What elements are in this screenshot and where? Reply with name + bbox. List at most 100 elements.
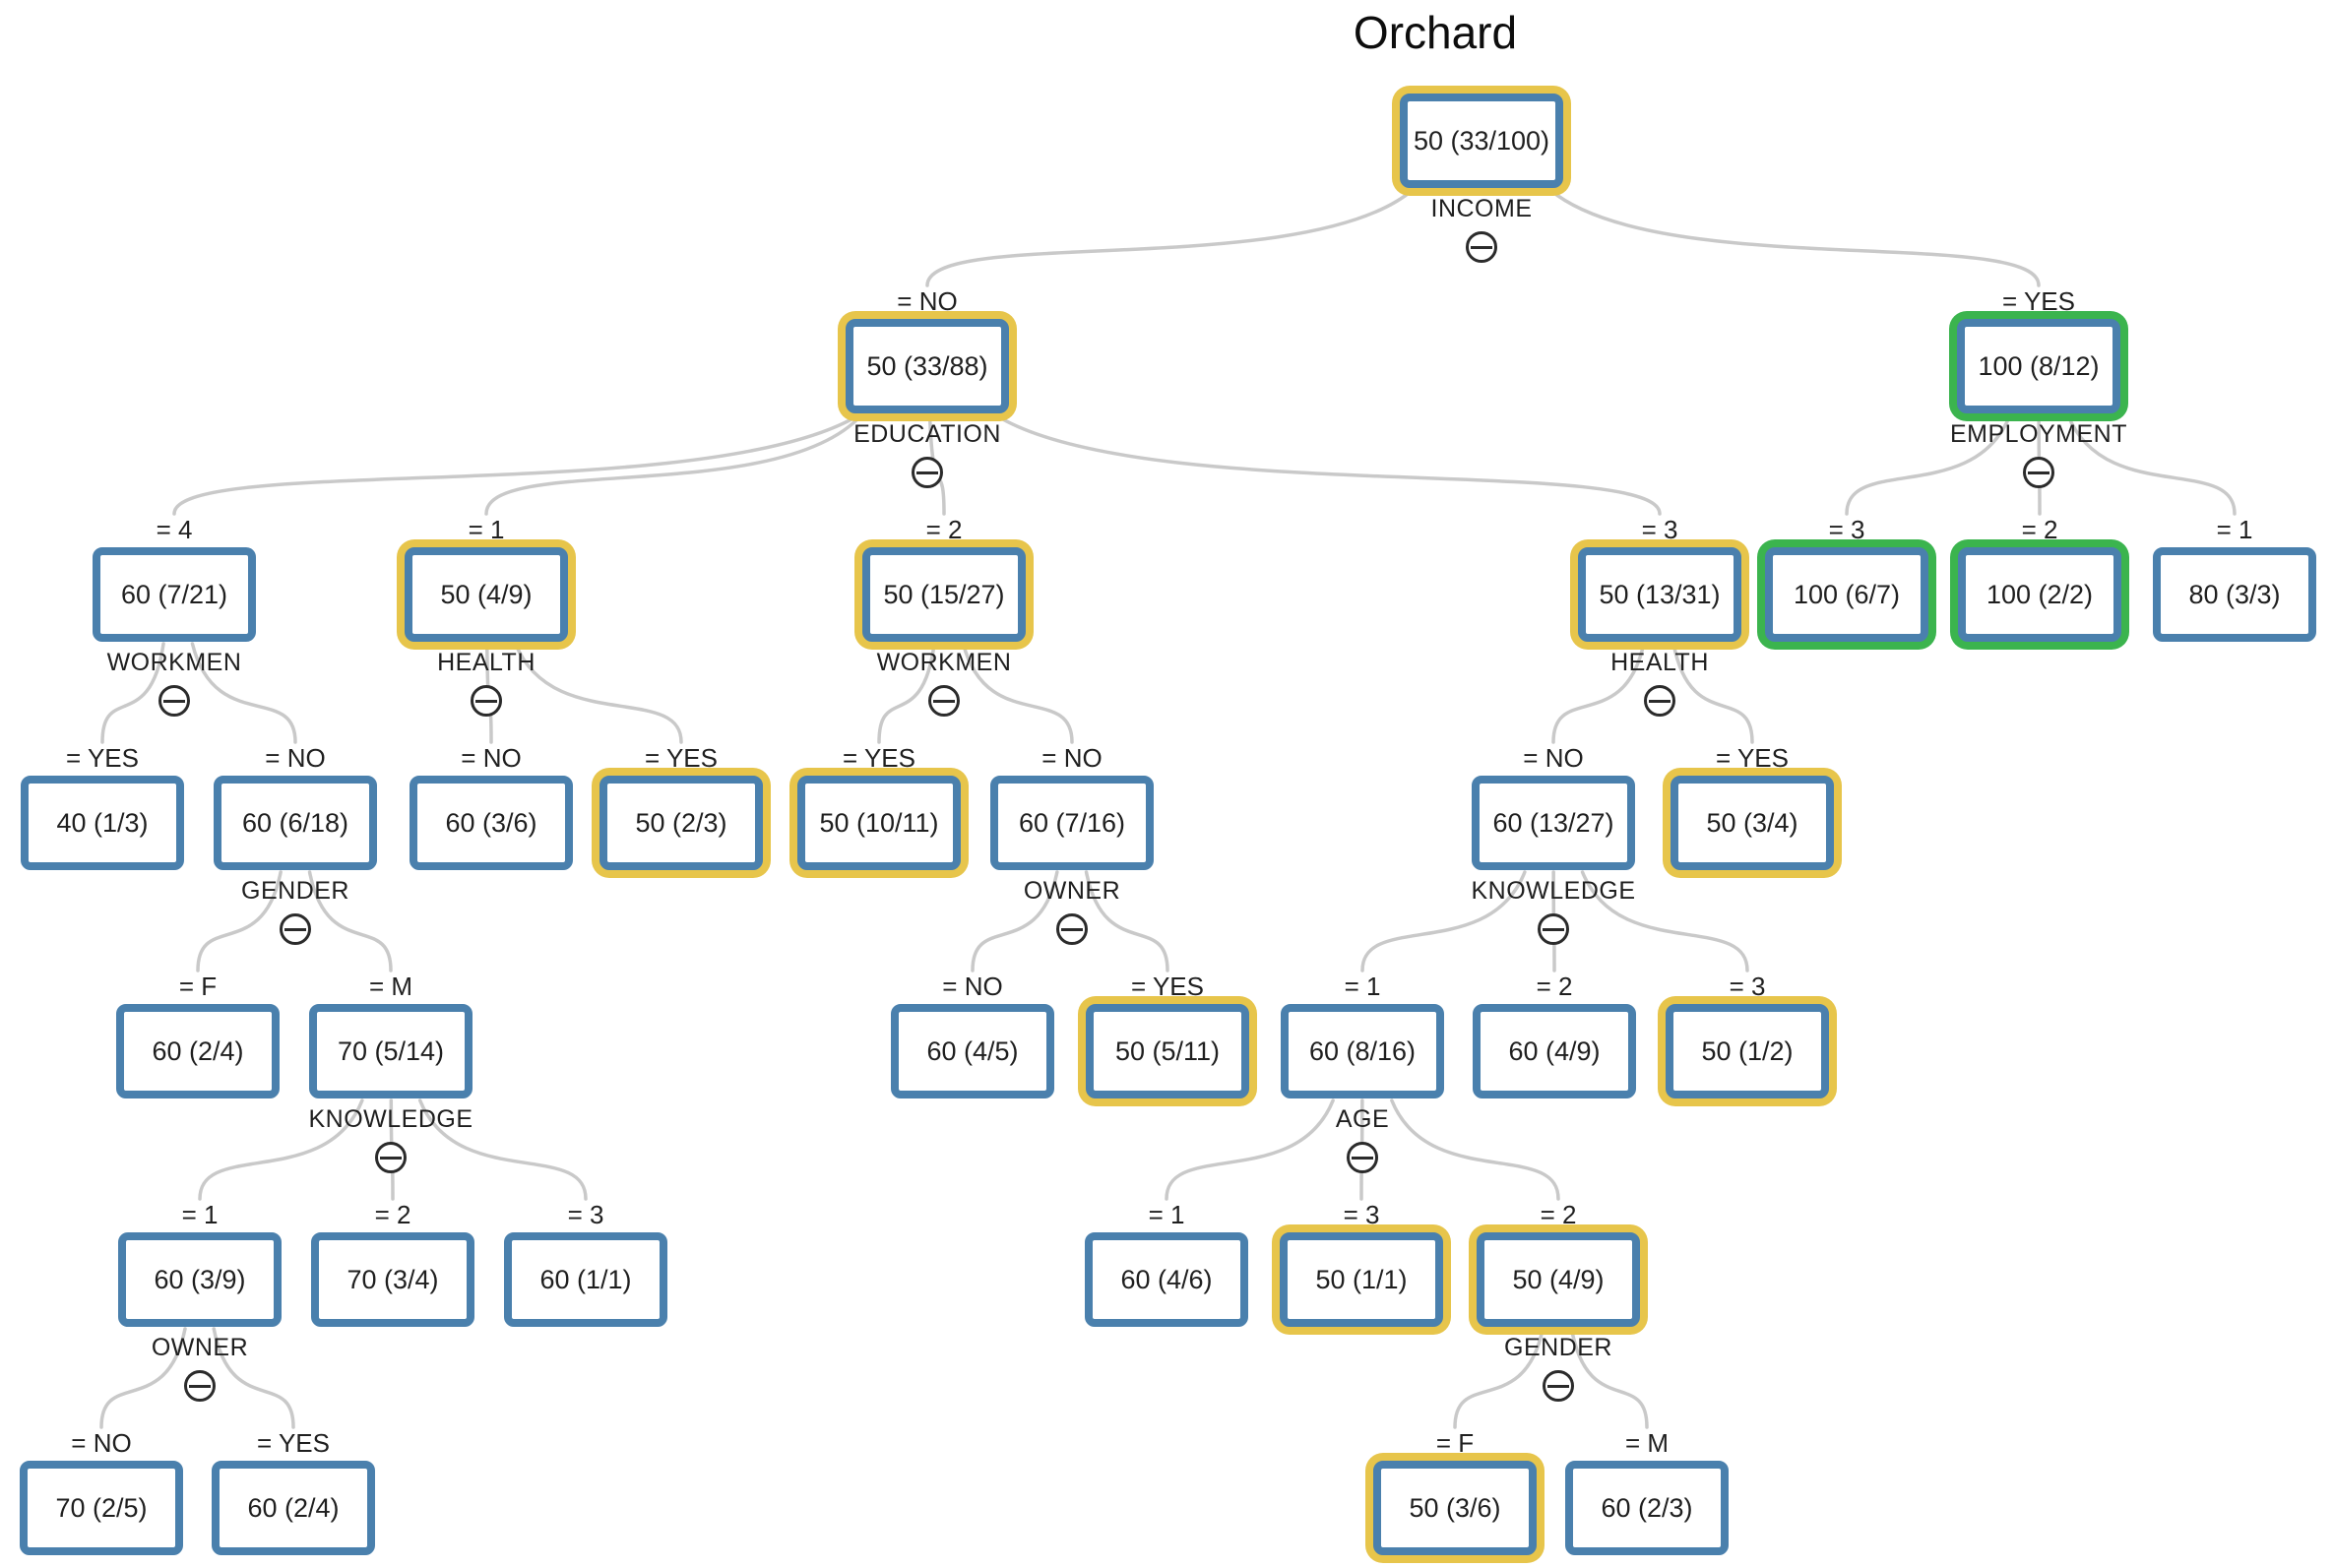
collapse-minus-icon[interactable] (1347, 1142, 1378, 1173)
tree-edge (994, 413, 1662, 516)
minus-bar (1543, 927, 1564, 931)
tree-node[interactable]: 50 (4/9) (1477, 1232, 1640, 1327)
minus-bar (916, 470, 938, 474)
minus-bar (1649, 699, 1671, 703)
node-value: 60 (7/21) (120, 579, 228, 609)
edge-label: = NO (942, 972, 1003, 1001)
collapse-minus-icon[interactable] (1466, 231, 1497, 263)
collapse-minus-icon[interactable] (2023, 457, 2054, 488)
tree-node[interactable]: 50 (33/100) (1400, 94, 1563, 188)
split-attribute-label: KNOWLEDGE (1471, 877, 1636, 905)
tree-edge (971, 870, 1059, 972)
tree-node[interactable]: 70 (5/14) (309, 1004, 473, 1098)
node-value: 50 (3/4) (1706, 807, 1798, 838)
minus-bar (933, 699, 955, 703)
edge-label: = 2 (374, 1200, 411, 1229)
tree-node[interactable]: 60 (2/3) (1565, 1461, 1729, 1555)
node-value: 80 (3/3) (2188, 579, 2281, 609)
edge-label: = YES (257, 1428, 330, 1458)
tree-node[interactable]: 60 (3/6) (410, 776, 573, 870)
tree-node[interactable]: 60 (8/16) (1281, 1004, 1444, 1098)
node-value: 50 (1/1) (1315, 1264, 1408, 1294)
edge-label: = NO (1041, 743, 1103, 773)
minus-bar (1352, 1156, 1373, 1160)
tree-edge (484, 413, 863, 516)
collapse-minus-icon[interactable] (1644, 685, 1675, 717)
tree-edge (190, 642, 297, 744)
split-attribute-label: WORKMEN (106, 649, 242, 676)
tree-node[interactable]: 50 (15/27) (862, 547, 1026, 642)
tree-node[interactable]: 60 (2/4) (212, 1461, 375, 1555)
tree-node[interactable]: 50 (1/2) (1666, 1004, 1829, 1098)
tree-edge (307, 870, 393, 972)
collapse-minus-icon[interactable] (1543, 1370, 1574, 1402)
tree-node[interactable]: 80 (3/3) (2153, 547, 2316, 642)
tree-node[interactable]: 50 (4/9) (405, 547, 568, 642)
tree-node[interactable]: 50 (1/1) (1280, 1232, 1443, 1327)
node-value: 100 (8/12) (1978, 350, 2100, 381)
node-value: 40 (1/3) (56, 807, 149, 838)
edge-label: = 1 (1344, 972, 1381, 1001)
tree-node[interactable]: 50 (3/6) (1373, 1461, 1537, 1555)
collapse-minus-icon[interactable] (184, 1370, 216, 1402)
node-value: 50 (2/3) (635, 807, 727, 838)
tree-node[interactable]: 60 (4/9) (1473, 1004, 1636, 1098)
collapse-minus-icon[interactable] (912, 457, 943, 488)
tree-node[interactable]: 50 (3/4) (1671, 776, 1834, 870)
split-attribute-label: KNOWLEDGE (308, 1105, 473, 1133)
tree-edge (925, 188, 1415, 287)
tree-node[interactable]: 60 (7/16) (990, 776, 1154, 870)
tree-node[interactable]: 40 (1/3) (21, 776, 184, 870)
tree-node[interactable]: 60 (2/4) (116, 1004, 280, 1098)
tree-node[interactable]: 50 (5/11) (1086, 1004, 1249, 1098)
tree-edge (1551, 642, 1646, 744)
split-attribute-label: AGE (1335, 1105, 1390, 1133)
minus-bar (2028, 470, 2049, 474)
tree-node[interactable]: 50 (13/31) (1578, 547, 1741, 642)
tree-edge (2066, 413, 2237, 516)
node-value: 60 (1/1) (539, 1264, 632, 1294)
edge-label: = 3 (1828, 515, 1865, 544)
tree-node[interactable]: 50 (2/3) (599, 776, 763, 870)
tree-node[interactable]: 60 (3/9) (118, 1232, 282, 1327)
node-value: 50 (13/31) (1599, 579, 1721, 609)
collapse-minus-icon[interactable] (928, 685, 960, 717)
node-value: 60 (8/16) (1308, 1035, 1417, 1066)
tree-edge (196, 870, 283, 972)
edge-label: = YES (1131, 972, 1204, 1001)
collapse-minus-icon[interactable] (280, 913, 311, 945)
collapse-minus-icon[interactable] (1056, 913, 1088, 945)
tree-edge (1845, 413, 2012, 516)
tree-node[interactable]: 60 (4/5) (891, 1004, 1054, 1098)
tree-node[interactable]: 100 (6/7) (1765, 547, 1928, 642)
edge-label: = 2 (2021, 515, 2058, 544)
tree-edge (1360, 870, 1527, 972)
node-value: 60 (7/16) (1018, 807, 1126, 838)
tree-edge (961, 642, 1074, 744)
collapse-minus-icon[interactable] (158, 685, 190, 717)
tree-node[interactable]: 70 (2/5) (20, 1461, 183, 1555)
split-attribute-label: GENDER (1504, 1334, 1612, 1361)
page-title: Orchard (1353, 7, 1518, 58)
edge-label: = NO (461, 743, 522, 773)
collapse-minus-icon[interactable] (375, 1142, 407, 1173)
tree-node[interactable]: 100 (2/2) (1958, 547, 2121, 642)
collapse-minus-icon[interactable] (1538, 913, 1569, 945)
tree-node[interactable]: 60 (13/27) (1472, 776, 1635, 870)
tree-node[interactable]: 60 (4/6) (1085, 1232, 1248, 1327)
node-value: 50 (33/88) (866, 350, 988, 381)
tree-node[interactable]: 50 (10/11) (797, 776, 961, 870)
tree-node[interactable]: 60 (1/1) (504, 1232, 667, 1327)
tree-edge (198, 1098, 364, 1201)
collapse-minus-icon[interactable] (471, 685, 502, 717)
tree-node[interactable]: 50 (33/88) (846, 319, 1009, 413)
tree-node[interactable]: 70 (3/4) (311, 1232, 474, 1327)
edge-label: = YES (66, 743, 139, 773)
minus-bar (1547, 1384, 1569, 1388)
tree-edge (172, 413, 860, 516)
tree-node[interactable]: 100 (8/12) (1957, 319, 2120, 413)
node-value: 60 (2/3) (1601, 1492, 1693, 1523)
tree-node[interactable]: 60 (6/18) (214, 776, 377, 870)
tree-node[interactable]: 60 (7/21) (93, 547, 256, 642)
